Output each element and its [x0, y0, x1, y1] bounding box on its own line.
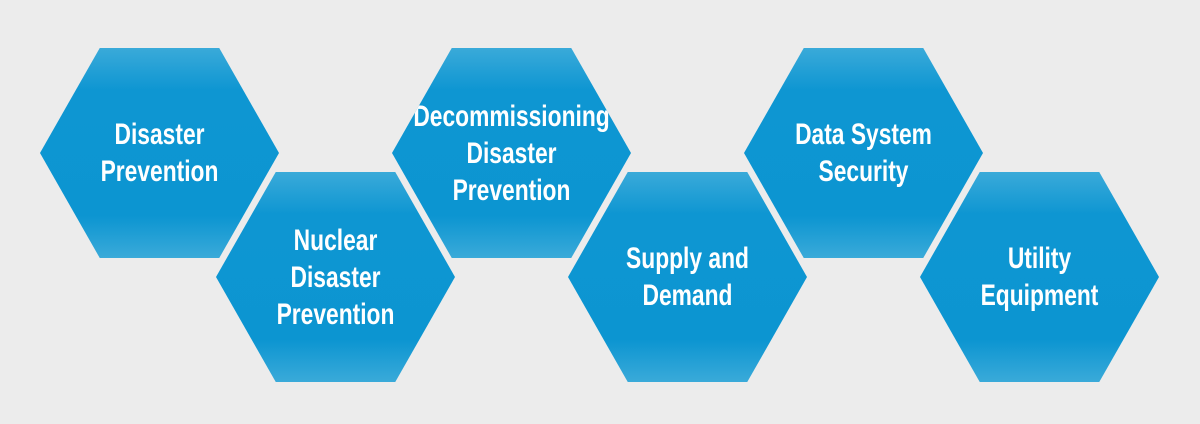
hexagon-label-line: Demand [642, 279, 733, 312]
hexagon-decommissioning-disaster-prevention: Decommissioning Disaster Prevention [392, 48, 631, 258]
hexagon-label-line: Utility [1007, 242, 1072, 275]
hexagon-label: Supply and Demand [597, 172, 779, 382]
hexagon-label-line: Supply and [626, 242, 749, 275]
hexagon-label: Nuclear Disaster Prevention [245, 172, 427, 382]
hexagon-label: Decommissioning Disaster Prevention [413, 48, 609, 258]
hexagon-label-line: Data System [795, 118, 932, 151]
hexagon-utility-equipment: Utility Equipment [920, 172, 1159, 382]
hexagon-label: Utility Equipment [949, 172, 1131, 382]
hexagon-label-line: Prevention [276, 297, 395, 331]
hexagon-data-system-security: Data System Security [744, 48, 983, 258]
hexagon-label-line: Prevention [100, 155, 219, 188]
hexagon-label: Disaster Prevention [69, 48, 251, 258]
hexagon-supply-and-demand: Supply and Demand [568, 172, 807, 382]
hexagon-label-line: Prevention [452, 173, 571, 207]
hexagon-label-line: Nuclear [293, 223, 378, 257]
hexagon-label-line: Decommissioning [413, 99, 610, 133]
hexagon-label: Data System Security [773, 48, 955, 258]
hexagon-label-line: Equipment [980, 279, 1099, 312]
hexagon-label-line: Disaster [466, 136, 557, 170]
hexagon-label-line: Security [818, 155, 909, 188]
hexagon-disaster-prevention: Disaster Prevention [40, 48, 279, 258]
hexagon-nuclear-disaster-prevention: Nuclear Disaster Prevention [216, 172, 455, 382]
hexagon-label-line: Disaster [114, 118, 205, 151]
hexagon-label-line: Disaster [290, 260, 381, 294]
